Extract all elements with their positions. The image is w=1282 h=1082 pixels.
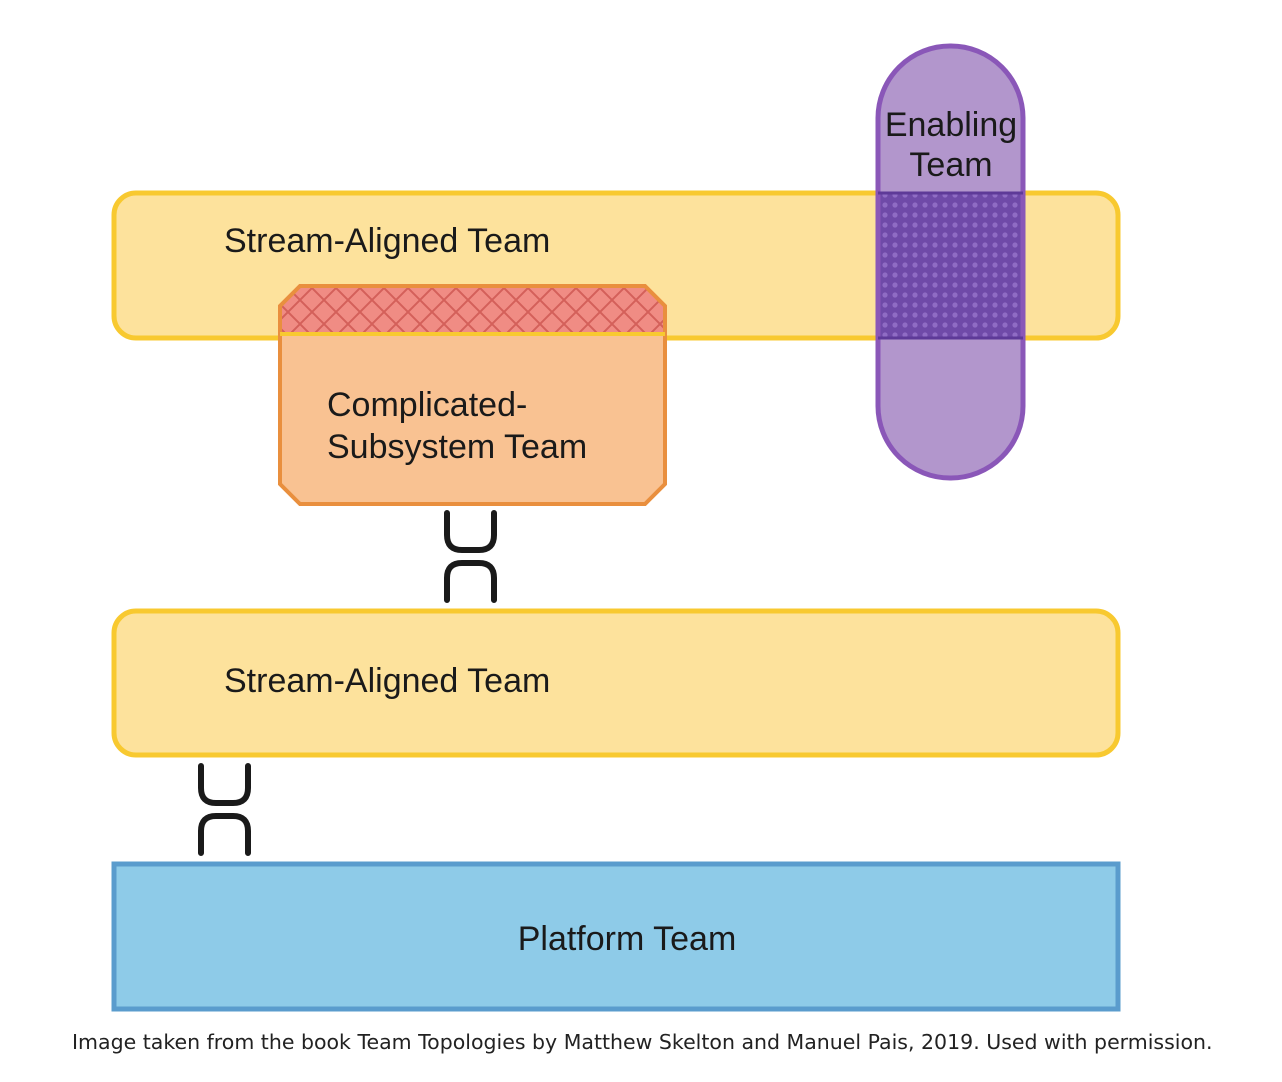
complicated-overlap-crosshatch	[280, 286, 665, 334]
x-as-a-service-connector-icon	[198, 763, 251, 856]
enabling-team	[875, 43, 1026, 481]
stream-aligned-team-bottom	[111, 608, 1121, 758]
team-topologies-diagram: Stream-Aligned Team Complicated- Subsyst…	[111, 43, 1121, 1012]
stream-aligned-bottom-label: Stream-Aligned Team	[224, 662, 550, 700]
complicated-subsystem-team	[278, 284, 667, 506]
complicated-subsystem-label-line1: Complicated-	[327, 386, 527, 424]
platform-label: Platform Team	[518, 920, 737, 958]
enabling-label-line2: Team	[909, 146, 992, 184]
x-as-a-service-connector-icon	[444, 510, 497, 603]
enabling-overlap-dots	[878, 193, 1023, 338]
enabling-label-line1: Enabling	[885, 106, 1017, 144]
image-caption: Image taken from the book Team Topologie…	[72, 1030, 1213, 1054]
platform-team	[111, 861, 1121, 1012]
complicated-subsystem-label-line2: Subsystem Team	[327, 428, 587, 466]
stream-aligned-top-label: Stream-Aligned Team	[224, 222, 550, 260]
